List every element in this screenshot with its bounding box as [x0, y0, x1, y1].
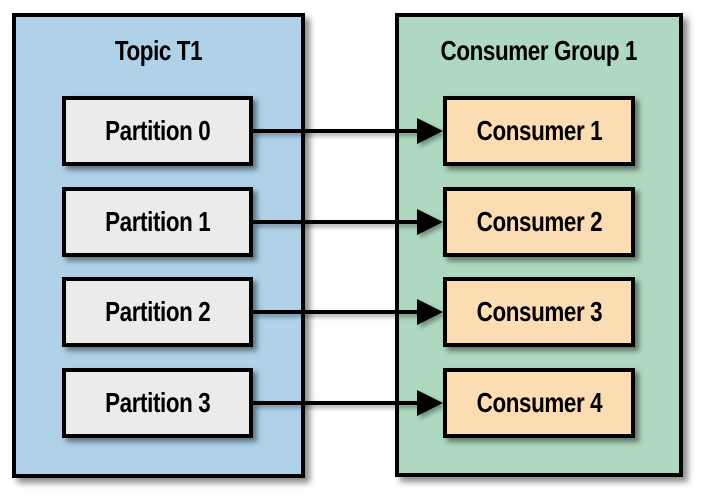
partition-2-label: Partition 2	[104, 296, 211, 327]
consumer-3-box: Consumer 3	[443, 277, 635, 347]
consumer-group-panel-title: Consumer Group 1	[399, 35, 679, 67]
partition-0-box: Partition 0	[62, 96, 253, 166]
partition-3-box: Partition 3	[62, 368, 253, 438]
consumer-group-title-text: Consumer Group 1	[440, 35, 638, 66]
topic-title-text: Topic T1	[114, 35, 203, 66]
partition-3-label: Partition 3	[104, 387, 211, 418]
partition-2-box: Partition 2	[62, 277, 253, 347]
partition-1-label: Partition 1	[104, 206, 211, 237]
consumer-3-label: Consumer 3	[476, 296, 602, 327]
consumer-1-label: Consumer 1	[476, 115, 602, 146]
consumer-1-box: Consumer 1	[443, 96, 635, 166]
consumer-2-box: Consumer 2	[443, 187, 635, 257]
partition-0-label: Partition 0	[104, 115, 211, 146]
consumer-4-label: Consumer 4	[476, 387, 602, 418]
consumer-2-label: Consumer 2	[476, 206, 602, 237]
consumer-4-box: Consumer 4	[443, 368, 635, 438]
partition-1-box: Partition 1	[62, 187, 253, 257]
topic-panel-title: Topic T1	[16, 35, 301, 67]
